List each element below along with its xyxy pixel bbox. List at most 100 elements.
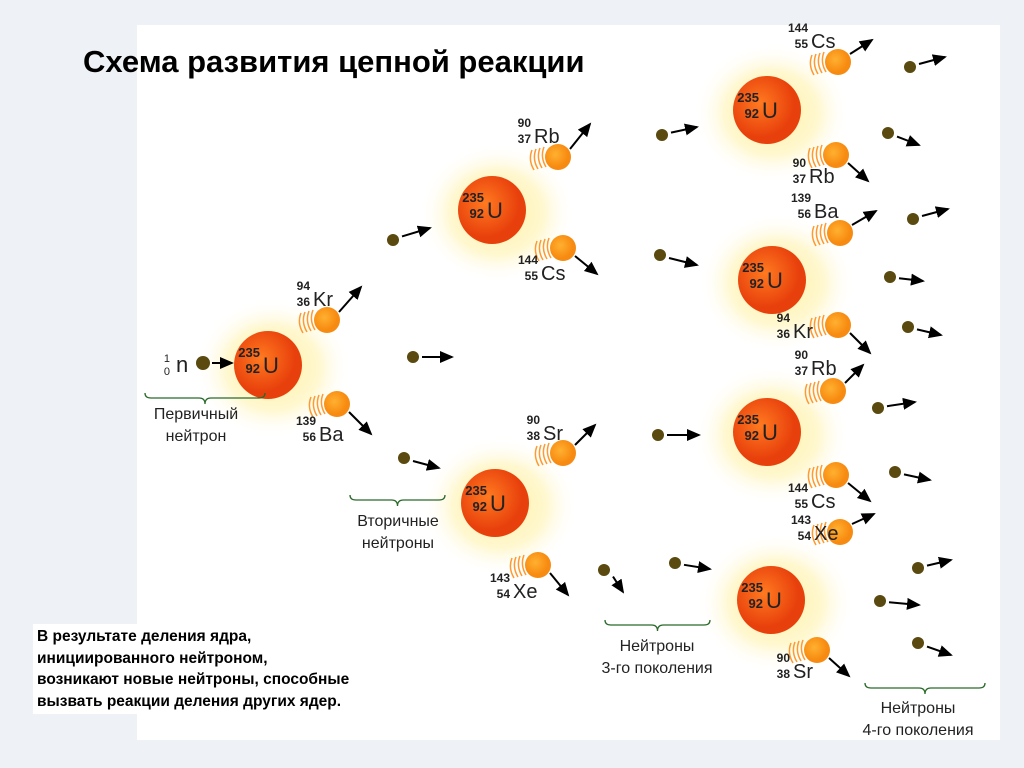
vibration-lines [811,146,817,168]
isotope-symbol: U [490,491,506,516]
isotope-mass: 90 [777,651,791,665]
vibration-lines [809,54,815,76]
vibration-lines [804,383,810,405]
isotope-charge: 92 [473,499,487,514]
vibration-lines [298,312,304,334]
vibration-lines [509,557,515,579]
isotope-symbol: Rb [534,126,560,148]
generation-label: Первичный [154,406,238,423]
isotope-charge: 92 [470,206,484,221]
isotope-mass: 90 [795,348,809,362]
arrow-icon [886,397,917,410]
vibration-lines [320,393,326,415]
vibration-lines [533,148,539,170]
arrow-icon [574,423,597,446]
vibration-lines [815,465,821,487]
neutron-icon [907,213,919,225]
isotope-mass: 144 [518,253,538,267]
isotope-mass: 143 [791,513,811,527]
vibration-lines [811,524,817,546]
brace [144,392,266,405]
fragment-nucleus [314,307,340,333]
fragment-nucleus [804,637,830,663]
fragment-nucleus [550,235,576,261]
arrow-icon [549,572,570,597]
vibration-lines [534,445,540,467]
neutron-icon [652,429,664,441]
generation-label: нейтрон [166,428,227,445]
uranium-nucleus [461,469,529,537]
vibration-lines [817,52,823,74]
vibration-lines [316,394,322,416]
vibration-lines [306,310,312,332]
uranium-nucleus [234,331,302,399]
isotope-symbol: U [767,268,783,293]
neutron-icon [654,249,666,261]
neutron-icon [656,129,668,141]
arrow-icon [847,162,870,183]
vibration-lines [823,222,829,244]
isotope-symbol: Rb [809,166,835,188]
neutron-symbol: n [176,352,188,377]
isotope-mass: 94 [297,279,311,293]
arrow-icon [348,411,373,436]
arrow-icon [569,122,592,150]
neutron-icon [884,271,896,283]
isotope-charge: 92 [246,361,260,376]
isotope-charge: 92 [745,428,759,443]
arrow-icon [916,326,943,339]
vibration-lines [792,641,798,663]
isotope-charge: 38 [777,667,791,681]
isotope-symbol: Sr [793,661,813,683]
vibration-lines [807,147,813,169]
isotope-mass: 143 [490,571,510,585]
isotope-charge: 56 [798,207,812,221]
isotope-mass: 144 [788,481,808,495]
arrow-icon [921,206,950,218]
arrow-icon [851,209,878,226]
isotope-charge: 55 [795,497,809,511]
isotope-mass: 90 [793,156,807,170]
isotope-mass: 235 [238,345,260,360]
vibration-lines [541,146,547,168]
fragment-nucleus [550,440,576,466]
arrow-icon [926,645,953,657]
isotope-mass: 235 [737,412,759,427]
isotope-mass: 235 [742,260,764,275]
vibration-lines [816,380,822,402]
fragment-nucleus [545,144,571,170]
vibration-lines [813,53,819,75]
caption-line: вызвать реакции деления других ядер. [37,692,342,710]
vibration-lines [819,464,825,486]
generation-label: Нейтроны [620,638,695,655]
isotope-mass: 235 [462,190,484,205]
arrow-icon [670,123,699,136]
arrow-icon [401,225,432,238]
neutron-icon [387,234,399,246]
isotope-symbol: Ba [319,424,344,446]
isotope-charge: 92 [749,596,763,611]
vibration-lines [312,395,318,417]
isotope-symbol: Sr [543,423,563,445]
fragment-nucleus [324,391,350,417]
isotope-charge: 36 [777,327,791,341]
isotope-symbol: U [762,98,778,123]
neutron-charge: 0 [164,366,170,378]
isotope-charge: 37 [518,132,532,146]
neutron-icon [598,564,610,576]
isotope-charge: 54 [798,529,812,543]
vibration-lines [310,309,316,331]
arrow-icon [847,482,872,503]
isotope-symbol: Cs [541,263,565,285]
neutron-icon [882,127,894,139]
